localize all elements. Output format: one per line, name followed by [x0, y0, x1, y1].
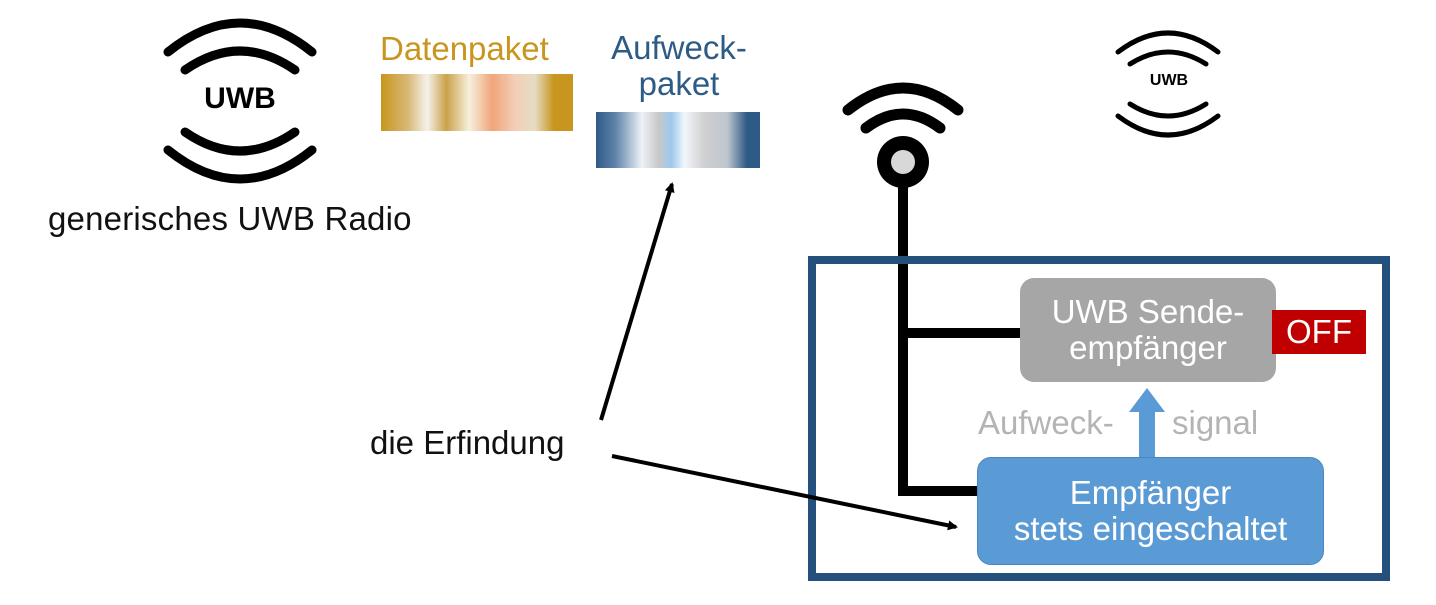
uwb-logo-large-icon: [163, 18, 317, 184]
invention-label: die Erfindung: [370, 424, 565, 461]
uwb-logo-large-text: UWB: [204, 82, 276, 115]
generic-radio-label: generisches UWB Radio: [48, 200, 412, 237]
off-status-badge: OFF: [1272, 310, 1366, 354]
arrow-to-receiver: [611, 454, 958, 531]
receiver-line1: Empfänger: [1069, 474, 1232, 511]
transceiver-line1: UWB Sende-: [1051, 293, 1245, 330]
arrow-to-aufweckpaket: [599, 182, 675, 421]
uwb-logo-small-text: UWB: [1149, 72, 1189, 89]
device-frame: [808, 256, 1390, 581]
wakeup-signal-label-left: Aufweck-: [978, 404, 1114, 441]
wakeup-signal-label-right: signal: [1172, 404, 1259, 441]
aufweckpaket-label: Aufweck- paket: [600, 30, 758, 102]
aufweckpaket-bar: [596, 112, 760, 168]
aufweckpaket-label-line2: paket: [638, 65, 720, 102]
uwb-logo-small-icon: [1115, 30, 1221, 138]
uwb-transceiver-box: UWB Sende- empfänger: [1020, 278, 1276, 382]
aufweckpaket-label-line1: Aufweck-: [611, 29, 747, 66]
wakeup-signal-arrow: [1129, 388, 1165, 457]
receiver-line2: stets eingeschaltet: [1013, 510, 1288, 547]
datenpaket-label: Datenpaket: [380, 30, 549, 67]
datenpaket-bar: [381, 74, 573, 131]
receiver-box: Empfänger stets eingeschaltet: [977, 457, 1324, 565]
antenna-icon: [842, 82, 1020, 496]
transceiver-line2: empfänger: [1069, 329, 1227, 366]
